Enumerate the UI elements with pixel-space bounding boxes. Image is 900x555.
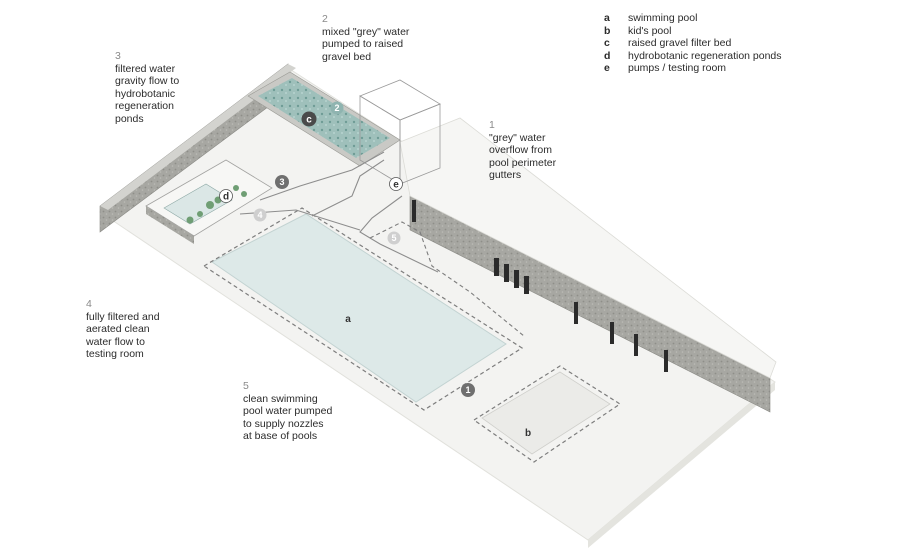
zone-marker-d bbox=[219, 189, 233, 203]
zone-label-d: d bbox=[223, 192, 229, 203]
flow-badge-5 bbox=[387, 231, 401, 245]
flow-badge-3 bbox=[275, 175, 289, 189]
flow-lines-dashed bbox=[369, 221, 525, 337]
legend-label: kid's pool bbox=[628, 24, 672, 37]
flow-badge-4-label: 4 bbox=[257, 210, 262, 220]
note-5-number: 5 bbox=[243, 380, 249, 392]
swimming-pool-dashed-outline bbox=[202, 207, 524, 411]
note-2-text: mixed "grey" water pumped to raised grav… bbox=[322, 25, 410, 63]
zone-marker-e bbox=[389, 177, 403, 191]
legend-key: d bbox=[604, 49, 611, 62]
legend: a swimming pool b kid's pool c raised gr… bbox=[604, 12, 782, 75]
note-3: 3 filtered water gravity flow to hydrobo… bbox=[115, 50, 179, 125]
pond-plants bbox=[186, 185, 247, 224]
flow-badge-5-label: 5 bbox=[391, 233, 396, 243]
legend-key: a bbox=[604, 12, 610, 24]
note-4-text: fully filtered and aerated clean water f… bbox=[86, 310, 160, 361]
legend-label: hydrobotanic regeneration ponds bbox=[628, 49, 782, 62]
flow-badge-1-label: 1 bbox=[465, 385, 470, 395]
flow-badge-3-label: 3 bbox=[279, 177, 284, 187]
legend-item-a: a swimming pool bbox=[604, 12, 782, 25]
swimming-pool-water bbox=[211, 213, 507, 403]
flow-badge-1 bbox=[461, 383, 475, 397]
flow-badge-4 bbox=[253, 208, 267, 222]
legend-item-c: c raised gravel filter bed bbox=[604, 37, 782, 50]
legend-label: swimming pool bbox=[628, 12, 698, 24]
legend-key: b bbox=[604, 24, 611, 37]
flow-badge-2 bbox=[330, 101, 344, 115]
legend-label: raised gravel filter bed bbox=[628, 37, 732, 49]
zone-marker-c bbox=[301, 111, 317, 127]
note-2: 2 mixed "grey" water pumped to raised gr… bbox=[322, 13, 409, 63]
note-1: 1 "grey" water overflow from pool perime… bbox=[489, 119, 556, 182]
flow-badge-2-label: 2 bbox=[334, 103, 339, 113]
back-wall-left-top bbox=[100, 64, 296, 210]
note-5: 5 clean swimming pool water pumped to su… bbox=[243, 380, 332, 443]
right-wall-top bbox=[399, 117, 777, 379]
legend-item-e: e pumps / testing room bbox=[604, 62, 782, 75]
pond-left bbox=[163, 183, 233, 225]
deck-edge bbox=[588, 382, 775, 548]
ponds-wall bbox=[146, 206, 194, 244]
kids-pool-water bbox=[481, 371, 611, 455]
note-1-text: "grey" water overflow from pool perimete… bbox=[489, 131, 557, 182]
note-4: 4 fully filtered and aerated clean water… bbox=[86, 298, 160, 361]
note-1-number: 1 bbox=[489, 119, 495, 131]
legend-key: c bbox=[604, 37, 610, 49]
zone-label-b: b bbox=[525, 428, 531, 439]
note-5-text: clean swimming pool water pumped to supp… bbox=[243, 392, 333, 443]
zone-label-c: c bbox=[306, 115, 312, 126]
legend-key: e bbox=[604, 62, 610, 74]
zone-label-a: a bbox=[345, 314, 351, 325]
zone-label-e: e bbox=[393, 180, 399, 191]
right-wall-openings bbox=[412, 200, 668, 372]
note-2-number: 2 bbox=[322, 13, 328, 25]
note-4-number: 4 bbox=[86, 298, 92, 310]
legend-item-b: b kid's pool bbox=[604, 25, 782, 38]
legend-item-d: d hydrobotanic regeneration ponds bbox=[604, 50, 782, 63]
gravel-bed-surface bbox=[258, 78, 390, 158]
note-3-text: filtered water gravity flow to hydrobota… bbox=[115, 62, 180, 125]
legend-label: pumps / testing room bbox=[628, 62, 727, 74]
note-3-number: 3 bbox=[115, 50, 121, 62]
